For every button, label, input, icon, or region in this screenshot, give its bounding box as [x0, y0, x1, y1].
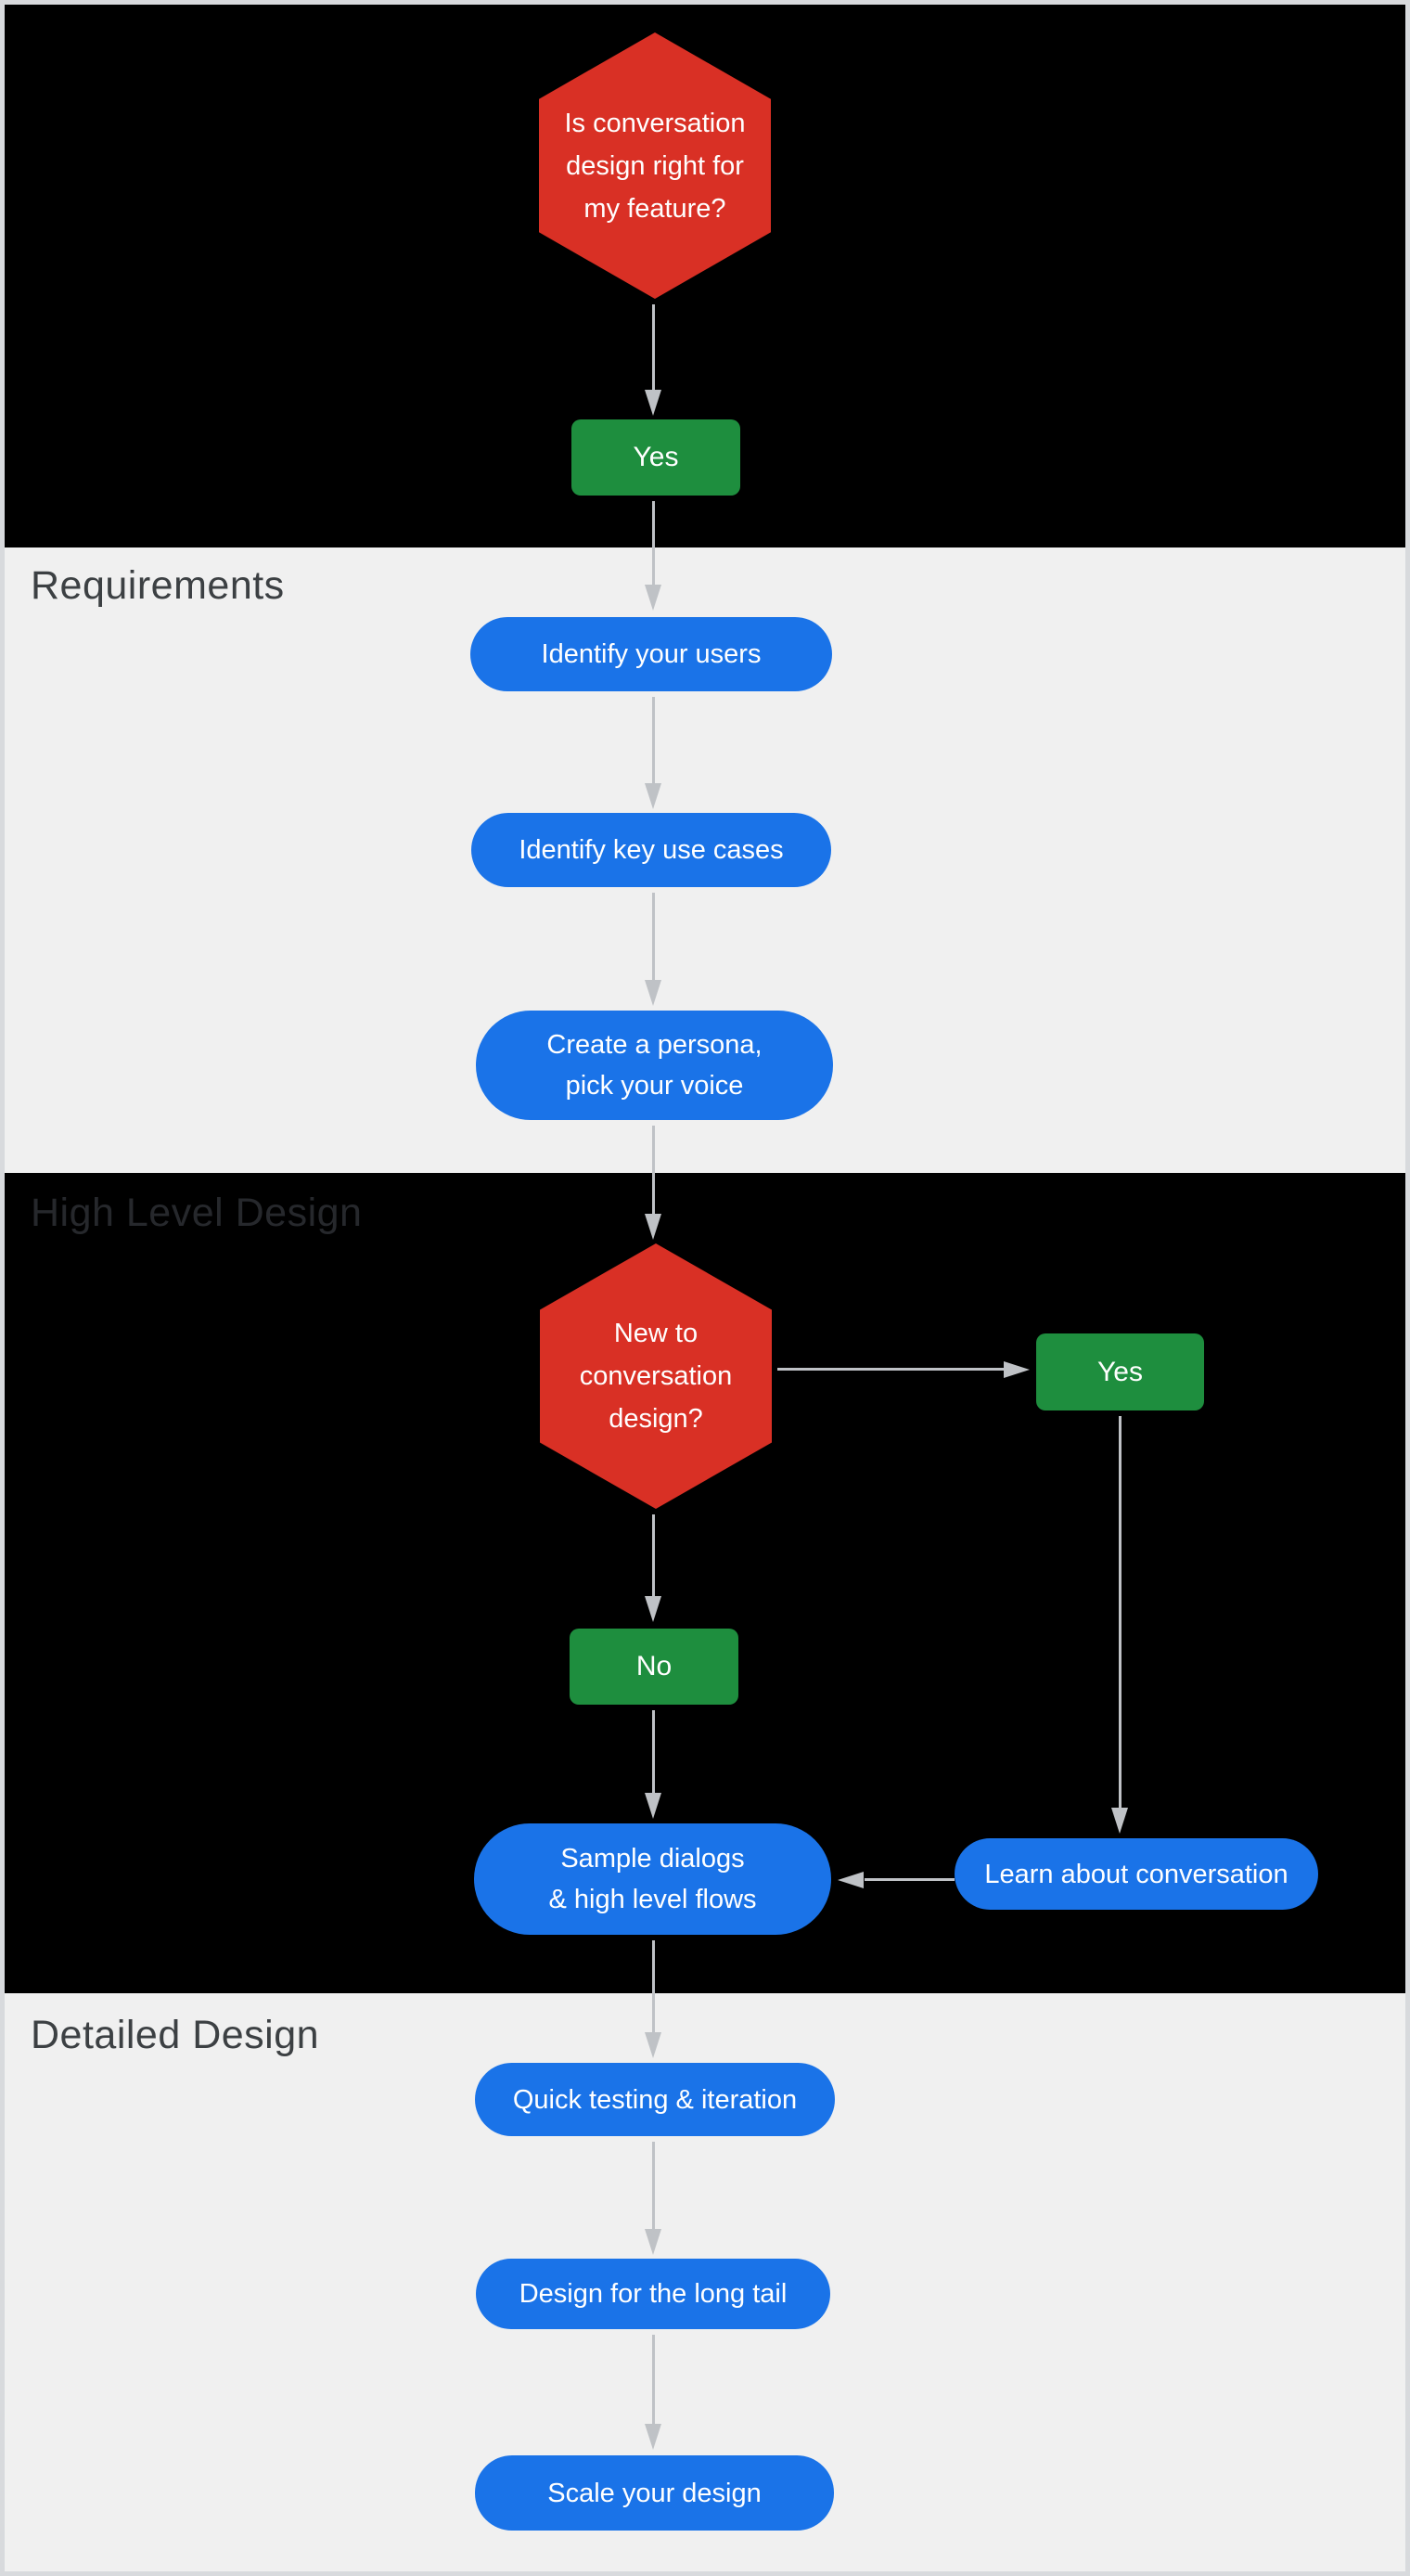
connector-line-no-to-sample [652, 1710, 655, 1795]
arrowhead-learn-to-sample [838, 1872, 864, 1888]
connector-line-q2-to-no [652, 1514, 655, 1598]
answer-yes-start: Yes [571, 419, 740, 496]
arrowhead-users-to-use-cases [645, 783, 661, 809]
arrowhead-use-cases-to-persona [645, 980, 661, 1006]
arrowhead-longtail-to-scale [645, 2424, 661, 2450]
connector-line-longtail-to-scale [652, 2335, 655, 2426]
connector-line-q2-to-yes [777, 1368, 1006, 1371]
section-label-detailed-design: Detailed Design [31, 2013, 320, 2057]
connector-line-sample-to-quick [652, 1940, 655, 2034]
step-quick-testing-iteration: Quick testing & iteration [475, 2063, 835, 2136]
step-sample-dialogs: Sample dialogs & high level flows [474, 1823, 831, 1935]
arrowhead-sample-to-quick [645, 2032, 661, 2058]
step-identify-your-users: Identify your users [470, 617, 832, 691]
connector-line-yes-to-learn [1119, 1416, 1122, 1810]
step-scale-your-design: Scale your design [475, 2455, 834, 2531]
step-identify-key-use-cases: Identify key use cases [471, 813, 831, 887]
arrowhead-q1-to-yes [645, 390, 661, 416]
arrowhead-yes-to-learn [1111, 1808, 1128, 1834]
connector-line-users-to-use-cases [652, 697, 655, 783]
connector-line-use-cases-to-persona [652, 893, 655, 980]
arrowhead-quick-to-longtail [645, 2229, 661, 2255]
arrowhead-persona-to-q2 [645, 1214, 661, 1240]
connector-line-learn-to-sample [865, 1878, 955, 1881]
connector-line-yes-to-identify-users [652, 501, 655, 586]
arrowhead-yes-to-identify-users [645, 585, 661, 611]
answer-yes-new: Yes [1036, 1333, 1204, 1410]
connector-line-q1-to-yes [652, 304, 655, 393]
answer-no-new: No [570, 1629, 738, 1705]
step-create-a-persona: Create a persona, pick your voice [476, 1011, 833, 1120]
arrowhead-q2-to-yes [1004, 1361, 1030, 1378]
decision-is-conversation-design-right: Is conversation design right for my feat… [539, 32, 771, 299]
arrowhead-q2-to-no [645, 1596, 661, 1622]
arrowhead-no-to-sample [645, 1793, 661, 1819]
connector-line-quick-to-longtail [652, 2142, 655, 2231]
step-learn-about-conversation: Learn about conversation [955, 1838, 1318, 1910]
section-label-requirements: Requirements [31, 563, 285, 608]
section-label-high-level-design: High Level Design [31, 1191, 363, 1235]
connector-line-persona-to-q2 [652, 1126, 655, 1215]
step-design-for-long-tail: Design for the long tail [476, 2259, 830, 2329]
